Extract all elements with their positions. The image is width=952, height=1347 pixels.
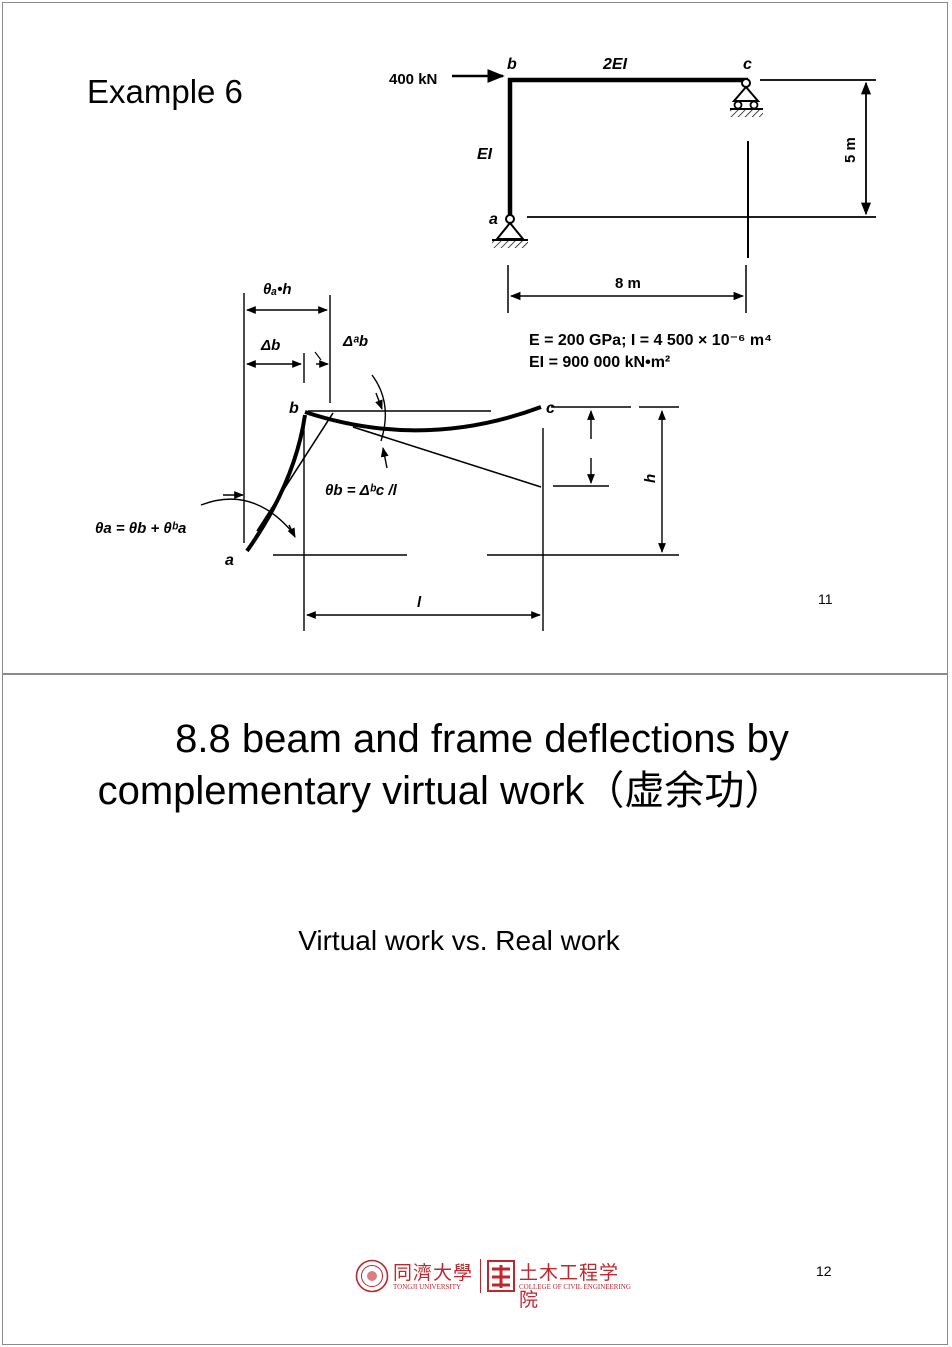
deflected-shape-diagram [200, 293, 679, 631]
tongji-seal-icon [355, 1259, 389, 1293]
deflected-node-a: a [225, 552, 234, 569]
node-c-label: c [743, 56, 752, 73]
slide-subtitle: Virtual work vs. Real work [298, 925, 620, 956]
delta-b-a-label: Δᵃb [342, 333, 368, 350]
frame-diagram: 400 kN b c a 2EI EI 5 m 8 m E = 200 GPa;… [95, 56, 876, 631]
deflected-node-c: c [546, 400, 555, 417]
slide-11: Example 6 [2, 2, 948, 674]
theta-b-equation: θb = Δᵇc /l [325, 482, 398, 499]
l-label: l [417, 594, 422, 611]
college-name-en: COLLEGE OF CIVIL ENGINEERING [519, 1283, 631, 1291]
heading-line-1: 8.8 beam and frame deflections by [175, 717, 789, 761]
delta-b-label: Δb [260, 337, 280, 354]
heading-line-2: complementary virtual work（虚余功） [97, 769, 785, 813]
slide-title: Example 6 [87, 73, 243, 110]
span-label: 8 m [615, 275, 641, 292]
node-b-label: b [507, 56, 517, 73]
college-name: 土木工程学院 [519, 1262, 620, 1311]
column-stiffness-label: EI [477, 146, 493, 163]
page-number: 12 [816, 1263, 832, 1279]
college-emblem-icon [487, 1260, 515, 1292]
node-a-label: a [489, 211, 498, 228]
flexural-rigidity: EI = 900 000 kN•m² [529, 354, 670, 371]
deflected-node-b: b [289, 400, 299, 417]
frame-structure [452, 69, 876, 313]
slide-12: 8.8 beam and frame deflections by comple… [2, 674, 948, 1345]
theta-a-equation: θa = θb + θᵇa [95, 520, 186, 537]
logo-divider [480, 1259, 481, 1293]
material-props: E = 200 GPa; I = 4 500 × 10⁻⁶ m⁴ [529, 332, 772, 349]
h-label: h [642, 474, 659, 483]
load-label: 400 kN [389, 71, 437, 88]
pin-support-a [492, 214, 528, 248]
tongji-name: 同濟大學 [393, 1262, 474, 1284]
page-number: 11 [818, 591, 833, 607]
roller-support-c [730, 78, 763, 117]
beam-stiffness-label: 2EI [602, 56, 628, 73]
tongji-name-en: TONGJI UNIVERSITY [393, 1283, 462, 1291]
theta-a-h-label: θₐ•h [263, 281, 292, 298]
height-label: 5 m [842, 137, 859, 163]
university-logo: 同濟大學 TONGJI UNIVERSITY 土木工程学院 COLLEGE OF… [355, 1257, 635, 1311]
